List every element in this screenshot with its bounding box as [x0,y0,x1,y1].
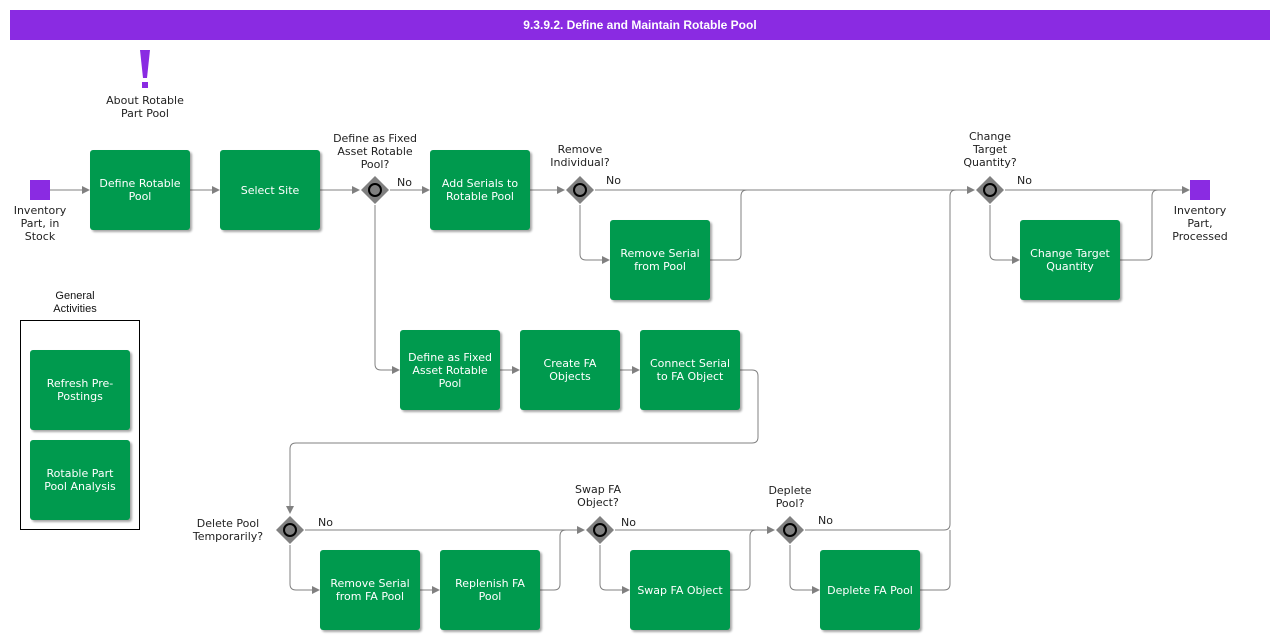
branch-no-label: No [397,176,412,189]
activity-rotable-pool-analysis[interactable]: Rotable Part Pool Analysis [30,440,130,520]
activity-refresh-pre-postings[interactable]: Refresh Pre-Postings [30,350,130,430]
gateway-change-target-label: Change Target Quantity? [963,130,1017,169]
start-event[interactable] [30,180,50,200]
flow-change-merge [1120,189,1159,261]
end-event-label: Inventory Part, Processed [1172,204,1228,243]
flow-gw5-yes-to-swap [599,545,630,594]
gateway-change-target[interactable] [975,175,1005,205]
gateway-delete-pool-label: Delete Pool Temporarily? [192,517,264,543]
flow-connect-to-gw4 [286,369,759,514]
gateway-swap-fa-label: Swap FA Object? [574,483,622,509]
exclamation-icon [140,50,150,88]
activity-replenish-fa-pool[interactable]: Replenish FA Pool [440,550,540,630]
flow-gw6-no-up [805,189,957,531]
general-activities-group [20,320,140,530]
flow-gw1-yes-to-fa [374,205,400,374]
activity-swap-fa-object[interactable]: Swap FA Object [630,550,730,630]
diagram-title: 9.3.9.2. Define and Maintain Rotable Poo… [10,10,1270,40]
gateway-fixed-asset[interactable] [360,175,390,205]
flow-replenish-merge [540,529,567,591]
gateway-swap-fa[interactable] [585,515,615,545]
branch-no-label: No [621,516,636,529]
gateway-deplete-pool-label: Deplete Pool? [768,484,812,510]
flow-gw6-yes-to-deplete [789,545,820,594]
branch-no-label: No [606,174,621,187]
branch-no-label: No [818,514,833,527]
flow-swap-merge [730,529,757,591]
branch-no-label: No [1017,174,1032,187]
activity-change-target-quantity[interactable]: Change Target Quantity [1020,220,1120,300]
flow-gw2-yes-to-remove [579,205,610,264]
branch-no-label: No [318,516,333,529]
gateway-delete-pool[interactable] [275,515,305,545]
activity-define-fixed-asset-pool[interactable]: Define as Fixed Asset Rotable Pool [400,330,500,410]
general-activities-title: General Activities [53,290,97,315]
flow-deplete-merge [920,530,951,591]
gateway-deplete-pool[interactable] [775,515,805,545]
activity-remove-serial-fa-pool[interactable]: Remove Serial from FA Pool [320,550,420,630]
gateway-remove-individual-label: Remove Individual? [550,143,610,169]
note-label: About Rotable Part Pool [106,94,184,120]
start-event-label: Inventory Part, in Stock [13,204,67,243]
flow-gw3-yes-to-change [989,205,1020,264]
activity-create-fa-objects[interactable]: Create FA Objects [520,330,620,410]
activity-connect-serial[interactable]: Connect Serial to FA Object [640,330,740,410]
gateway-fixed-asset-label: Define as Fixed Asset Rotable Pool? [333,132,417,171]
activity-deplete-fa-pool[interactable]: Deplete FA Pool [820,550,920,630]
end-event[interactable] [1190,180,1210,200]
flow-remove-merge [710,189,748,261]
activity-define-rotable-pool[interactable]: Define Rotable Pool [90,150,190,230]
gateway-remove-individual[interactable] [565,175,595,205]
activity-select-site[interactable]: Select Site [220,150,320,230]
activity-remove-serial-from-pool[interactable]: Remove Serial from Pool [610,220,710,300]
activity-add-serials[interactable]: Add Serials to Rotable Pool [430,150,530,230]
flow-gw4-yes-to-removefa [289,545,320,594]
